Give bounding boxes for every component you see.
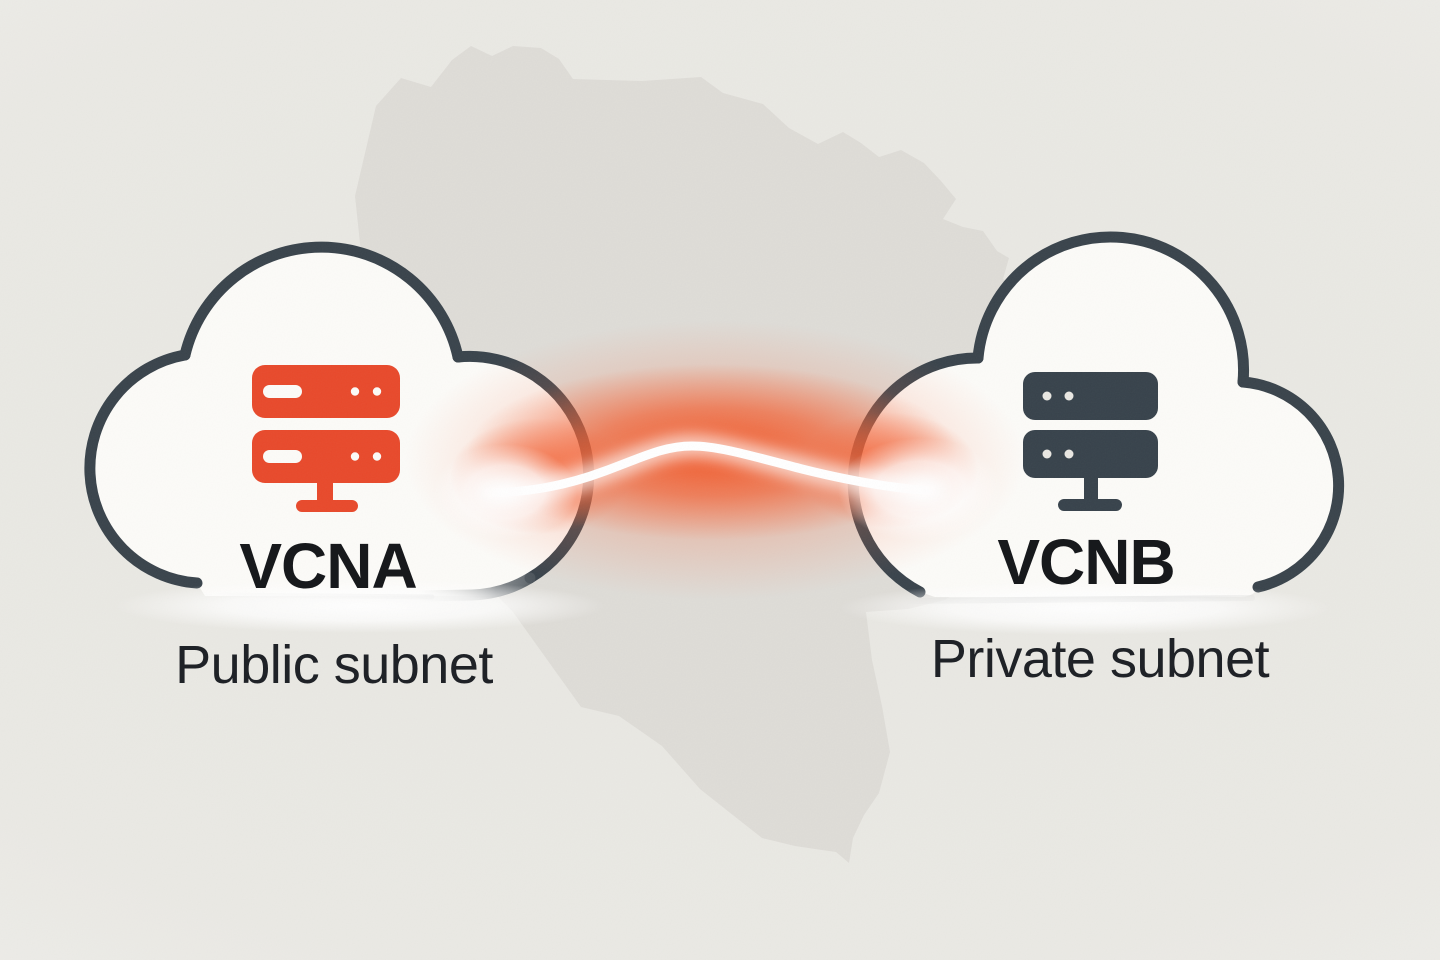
private-subnet-label: Private subnet (930, 629, 1270, 689)
public-subnet-label: Public subnet (175, 635, 493, 695)
vcna-label: VCNA (239, 530, 417, 602)
vcnb-label: VCNB (997, 526, 1175, 598)
